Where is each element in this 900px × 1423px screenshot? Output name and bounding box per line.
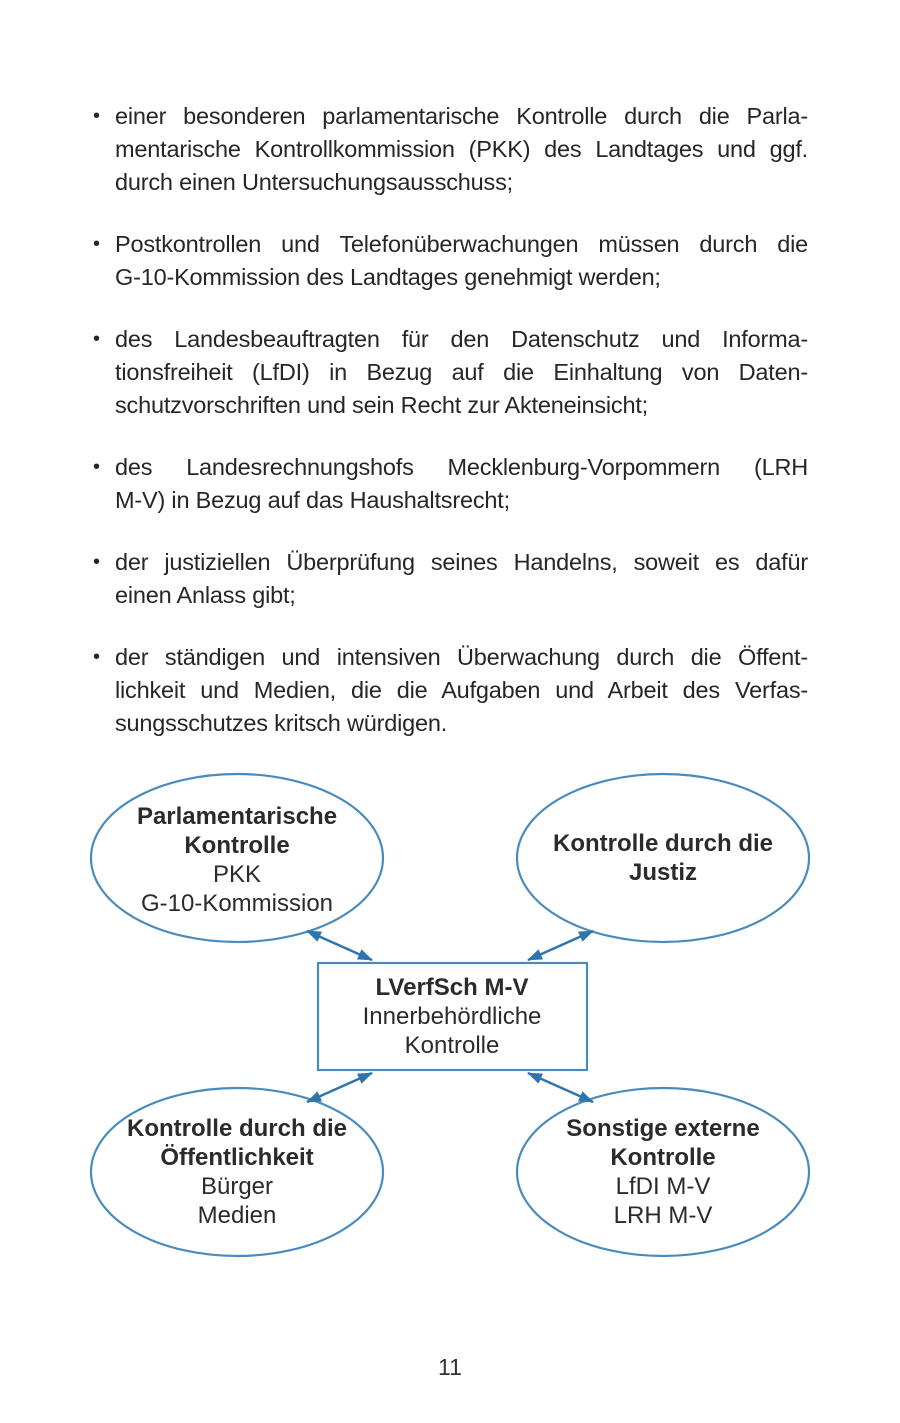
- bullet-text: der ständigen und intensiven Überwachung…: [115, 641, 808, 740]
- node-title-line: Kontrolle: [184, 832, 290, 859]
- bullet-line: einer besonderen parlamentarische Kontro…: [115, 103, 808, 129]
- node-sub-line: Innerbehördliche: [362, 1003, 542, 1030]
- node-title-line: Sonstige externe: [566, 1115, 760, 1142]
- diagram-shapes: [89, 772, 811, 1258]
- bullet-line: sungsschutzes kritsch würdigen.: [115, 710, 448, 736]
- bullet-line: einen Anlass gibt;: [115, 582, 296, 608]
- ellipse-external-control: [515, 1086, 811, 1258]
- bullet-line: des Landesrechnungshofs Mecklenburg-Vorp…: [115, 454, 808, 480]
- bullet-dot-icon: •: [93, 328, 101, 350]
- bullet-list: • einer besonderen parlamentarische Kont…: [93, 100, 808, 769]
- ellipse-parliamentary-control: [89, 772, 385, 944]
- bullet-dot-icon: •: [93, 551, 101, 573]
- node-title-line: Kontrolle durch die: [552, 830, 774, 857]
- node-label-external: Sonstige externe Kontrolle LfDI M-V LRH …: [566, 1114, 759, 1230]
- node-title-line: Öffentlichkeit: [160, 1144, 314, 1171]
- page-number: 11: [438, 1354, 462, 1380]
- node-title-line: Kontrolle durch die: [126, 1115, 348, 1142]
- bullet-item-3: • des Landesbeauftragten für den Datensc…: [93, 323, 808, 422]
- node-sub-line: Bürger: [200, 1173, 274, 1200]
- node-title-line: Kontrolle: [610, 1144, 716, 1171]
- bullet-line: lichkeit und Medien, die die Aufgaben un…: [115, 677, 808, 703]
- node-sub-line: LfDI M-V: [615, 1173, 711, 1200]
- bullet-text: einer besonderen parlamentarische Kontro…: [115, 100, 808, 199]
- bullet-item-5: • der justiziellen Überprüfung seines Ha…: [93, 546, 808, 612]
- ellipse-justice-control: [515, 772, 811, 944]
- bullet-line: tionsfreiheit (LfDI) in Bezug auf die Ei…: [115, 359, 808, 385]
- control-diagram: Parlamentarische Kontrolle PKK G-10-Komm…: [0, 763, 900, 1273]
- node-sub-line: PKK: [212, 861, 262, 888]
- bullet-item-1: • einer besonderen parlamentarische Kont…: [93, 100, 808, 199]
- arrow-center-external: [527, 1071, 594, 1104]
- node-sub-line: G-10-Kommission: [140, 890, 334, 917]
- bullet-line: G-10-Kommission des Landtages genehmigt …: [115, 264, 661, 290]
- node-sub-line: LRH M-V: [613, 1202, 713, 1229]
- bullet-item-2: • Postkontrollen und Telefonüberwachunge…: [93, 228, 808, 294]
- bullet-dot-icon: •: [93, 646, 101, 668]
- bullet-line: schutzvorschriften und sein Recht zur Ak…: [115, 392, 648, 418]
- box-lverfsch-center: [316, 961, 589, 1072]
- node-title-line: Justiz: [628, 859, 698, 886]
- node-label-parliamentary: Parlamentarische Kontrolle PKK G-10-Komm…: [137, 802, 337, 918]
- node-title-line: LVerfSch M-V: [375, 974, 529, 1001]
- arrow-parliamentary-center: [306, 929, 373, 962]
- arrow-center-public: [306, 1071, 373, 1104]
- bullet-item-4: • des Landesrechnungshofs Mecklenburg-Vo…: [93, 451, 808, 517]
- node-sub-line: Medien: [197, 1202, 277, 1229]
- bullet-text: der justiziellen Überprüfung seines Hand…: [115, 546, 808, 612]
- arrow-justice-center: [527, 929, 594, 962]
- node-title-line: Parlamentarische: [136, 803, 338, 830]
- bullet-line: des Landesbeauftragten für den Datenschu…: [115, 326, 808, 352]
- node-label-public: Kontrolle durch die Öffentlichkeit Bürge…: [127, 1114, 347, 1230]
- bullet-dot-icon: •: [93, 233, 101, 255]
- bullet-line: der ständigen und intensiven Überwachung…: [115, 644, 808, 670]
- node-label-center: LVerfSch M-V Innerbehördliche Kontrolle: [363, 973, 542, 1060]
- bullet-text: des Landesrechnungshofs Mecklenburg-Vorp…: [115, 451, 808, 517]
- node-sub-line: Kontrolle: [404, 1032, 500, 1059]
- bullet-text: des Landesbeauftragten für den Datenschu…: [115, 323, 808, 422]
- bullet-text: Postkontrollen und Telefonüberwachungen …: [115, 228, 808, 294]
- bullet-dot-icon: •: [93, 456, 101, 478]
- bullet-line: durch einen Untersuchungsausschuss;: [115, 169, 513, 195]
- bullet-line: der justiziellen Überprüfung seines Hand…: [115, 549, 808, 575]
- bullet-item-6: • der ständigen und intensiven Überwachu…: [93, 641, 808, 740]
- bullet-line: mentarische Kontrollkommission (PKK) des…: [115, 136, 808, 162]
- ellipse-public-control: [89, 1086, 385, 1258]
- bullet-dot-icon: •: [93, 105, 101, 127]
- bullet-line: M-V) in Bezug auf das Haushaltsrecht;: [115, 487, 510, 513]
- node-label-justice: Kontrolle durch die Justiz: [553, 829, 773, 887]
- bullet-line: Postkontrollen und Telefonüberwachungen …: [115, 231, 808, 257]
